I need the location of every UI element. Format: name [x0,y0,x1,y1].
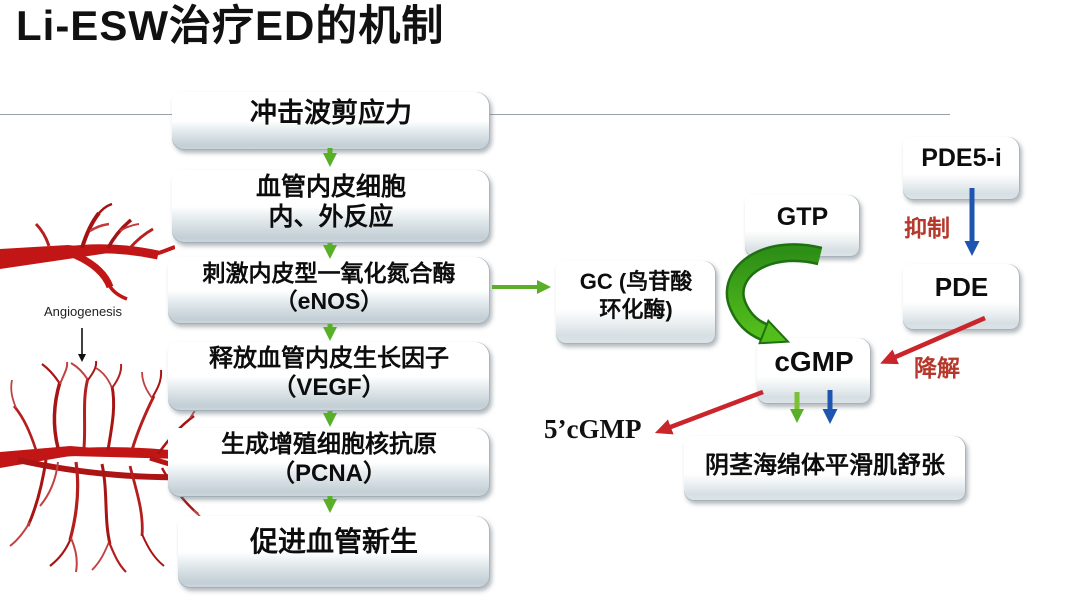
cgmp-box-text: cGMP [774,346,854,377]
flow-box-text: （eNOS） [274,287,384,314]
flow-box-endothelial-response: 血管内皮细胞 内、外反应 [172,170,490,243]
gtp-to-cgmp-curved-arrow-icon [725,243,823,345]
flow-box-text: 促进血管新生 [249,527,418,558]
artery-illustration [0,203,175,301]
gtp-box-text: GTP [776,203,829,231]
pde5i-box-text: PDE5-i [921,144,1002,172]
five-cgmp-label: 5’cGMP [544,414,642,444]
capillary-network-illustration [0,360,220,573]
cgmp-box: cGMP [757,338,871,404]
angiogenesis-label: Angiogenesis [44,304,123,319]
flow-box-text: 生成增殖细胞核抗原 [221,432,437,458]
gc-box: GC (鸟苷酸 环化酶) [556,261,716,344]
flow-box-text: 冲击波剪应力 [250,98,412,128]
flow-box-text: （PCNA） [270,459,387,487]
gc-box-text: GC (鸟苷酸 [579,269,693,294]
flow-box-text: 血管内皮细胞 [255,174,406,201]
flow-box-text: 内、外反应 [268,204,394,231]
flow-box-text: （VEGF） [272,373,386,401]
page-title: Li-ESW治疗ED的机制 [16,2,445,49]
flow-box-pcna: 生成增殖细胞核抗原 （PCNA） [168,428,490,497]
flow-box-text: 释放血管内皮生长因子 [209,346,449,372]
smooth-muscle-relaxation-box: 阴茎海绵体平滑肌舒张 [684,436,966,501]
flow-box-shear-stress: 冲击波剪应力 [172,92,490,150]
flow-box-enos: 刺激内皮型一氧化氮合酶 （eNOS） [168,257,490,324]
inhibit-label: 抑制 [904,216,950,241]
smooth-muscle-relaxation-text: 阴茎海绵体平滑肌舒张 [705,453,945,479]
gc-box-text: 环化酶) [599,296,673,322]
pde-box-text: PDE [934,272,989,302]
flow-box-angiogenesis-result: 促进血管新生 [178,516,490,588]
flow-box-text: 刺激内皮型一氧化氮合酶 [202,261,456,286]
degrade-label: 降解 [914,356,960,381]
cgmp-to-5cgmp-arrow-icon [654,389,764,435]
flow-box-vegf: 释放血管内皮生长因子 （VEGF） [168,342,490,411]
pde-box: PDE [903,264,1020,330]
pde5i-box: PDE5-i [903,137,1020,200]
